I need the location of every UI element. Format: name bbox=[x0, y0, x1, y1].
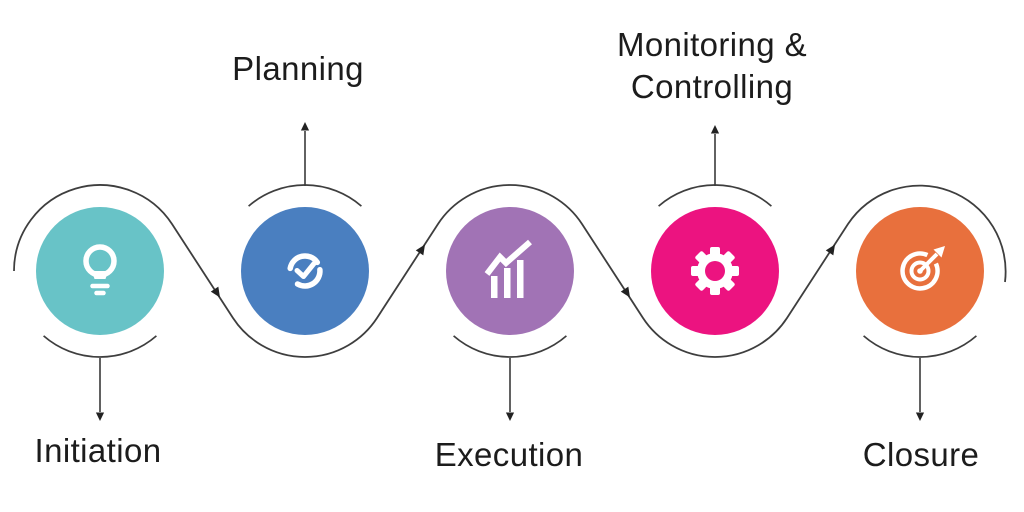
bar-chart-icon bbox=[484, 239, 532, 298]
node-arc-closure bbox=[863, 335, 977, 358]
lightbulb-icon bbox=[83, 244, 117, 296]
node-arc-planning bbox=[248, 184, 362, 207]
node-arc-execution bbox=[453, 335, 567, 358]
step-label-closure: Closure bbox=[862, 436, 980, 473]
clock-check-icon bbox=[287, 253, 323, 289]
step-label-planning: Planning bbox=[232, 50, 364, 87]
process-flow-line bbox=[13, 184, 1007, 358]
node-arc-monitoring bbox=[658, 184, 772, 207]
label-connectors bbox=[95, 122, 925, 421]
flow-arrowheads bbox=[210, 244, 835, 298]
node-arc-initiation bbox=[43, 335, 157, 358]
step-label-monitoring: Monitoring & Controlling bbox=[616, 26, 808, 105]
target-arrow-icon bbox=[900, 246, 945, 291]
gear-icon bbox=[691, 247, 739, 295]
step-label-initiation: Initiation bbox=[34, 432, 162, 469]
step-label-execution: Execution bbox=[434, 436, 584, 473]
